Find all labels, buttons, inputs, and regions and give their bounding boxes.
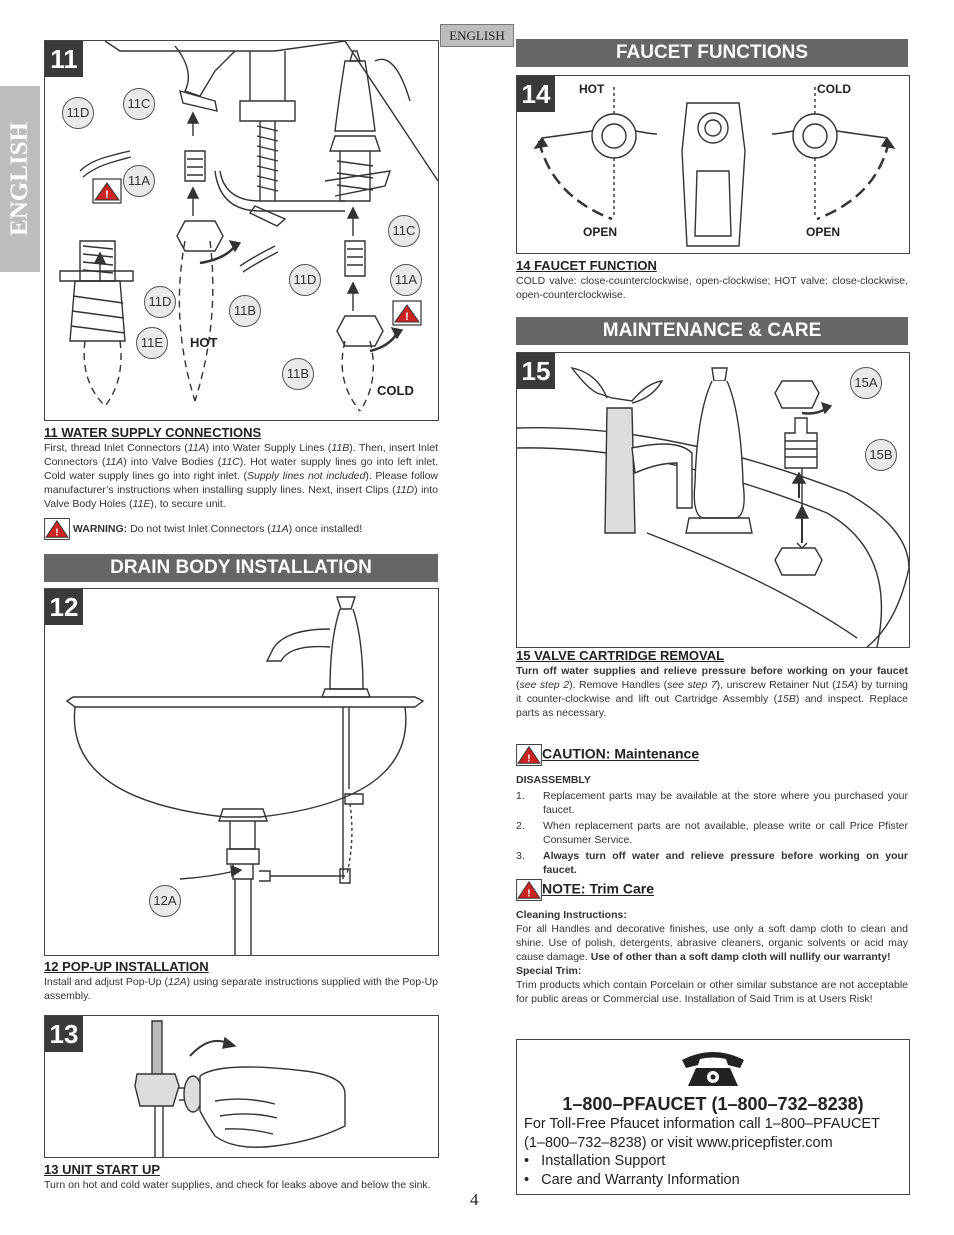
list-item: 3.Always turn off water and relieve pres… (516, 850, 908, 876)
callout-11a: 11A (123, 165, 155, 197)
step12-number: 12 (45, 589, 83, 625)
warning-icon: ! (516, 744, 542, 766)
list-item: 1.Replacement parts may be available at … (516, 790, 908, 816)
step11-number: 11 (45, 41, 83, 77)
callout-12a: 12A (149, 885, 181, 917)
step14-text: COLD valve: close-counterclockwise, open… (516, 275, 908, 301)
water-supply-illustration: ! ! (59, 41, 438, 412)
svg-text:!: ! (405, 311, 409, 323)
step15-figure: 15 (516, 352, 910, 648)
svg-text:!: ! (527, 888, 530, 899)
note-heading: ! NOTE: Trim Care (516, 879, 908, 901)
callout-11b: 11B (229, 295, 261, 327)
maintenance-heading: MAINTENANCE & CARE (516, 317, 908, 345)
svg-text:!: ! (55, 527, 58, 538)
step11-title: 11 WATER SUPPLY CONNECTIONS (44, 425, 262, 440)
callout-11d: 11D (144, 286, 176, 318)
callout-15b: 15B (865, 439, 897, 471)
step11-text: First, thread Inlet Connectors (11A) int… (44, 442, 439, 510)
pop-up-illustration (65, 596, 425, 955)
step11-warning: ! WARNING: Do not twist Inlet Connectors… (44, 518, 438, 540)
step13-text: Turn on hot and cold water supplies, and… (44, 1179, 431, 1191)
step11-figure: 11 (44, 40, 439, 421)
callout-11d: 11D (289, 264, 321, 296)
svg-text:!: ! (527, 753, 530, 764)
language-label: ENGLISH (440, 24, 514, 47)
list-item: 2.When replacement parts are not availab… (516, 820, 908, 846)
warning-icon: ! (44, 518, 70, 540)
list-item: • Care and Warranty Information (524, 1172, 740, 1188)
hot-label: HOT (579, 82, 605, 96)
step13-number: 13 (45, 1016, 83, 1052)
telephone-icon (682, 1052, 744, 1086)
hot-label: HOT (190, 335, 218, 350)
warning-label: WARNING: (72, 522, 128, 535)
caution-heading: ! CAUTION: Maintenance (516, 744, 908, 766)
cleaning-instructions: Cleaning Instructions: For all Handles a… (516, 909, 908, 1005)
contact-info: For Toll-Free Pfaucet information call 1… (524, 1116, 880, 1151)
faucet-function-illustration (533, 86, 896, 247)
svg-text:!: ! (105, 189, 109, 201)
step12-figure: 12 (44, 588, 439, 956)
step15-title: 15 VALVE CARTRIDGE REMOVAL (516, 648, 725, 663)
step15-text: Turn off water supplies and relieve pres… (516, 665, 909, 719)
step14-title: 14 FAUCET FUNCTION (516, 258, 657, 273)
callout-11d: 11D (62, 97, 94, 129)
callout-15a: 15A (850, 367, 882, 399)
language-tab-label: ENGLISH (6, 122, 33, 236)
step14-figure: 14 HOT COLD OPEN OPEN (516, 75, 910, 254)
drain-body-heading: DRAIN BODY INSTALLATION (44, 554, 438, 582)
open-label-left: OPEN (583, 225, 618, 239)
warning-icon: ! (92, 178, 122, 204)
list-item: • Installation Support (524, 1153, 666, 1169)
faucet-functions-heading: FAUCET FUNCTIONS (516, 39, 908, 67)
callout-11b: 11B (282, 358, 314, 390)
callout-11e: 11E (136, 327, 168, 359)
contact-box: 1–800–PFAUCET (1–800–732–8238) For Toll-… (516, 1039, 910, 1195)
caution-subhead: DISASSEMBLY (516, 774, 591, 786)
step13-title: 13 UNIT START UP (44, 1162, 161, 1177)
open-label-right: OPEN (806, 225, 841, 239)
phone-number: 1–800–PFAUCET (1–800–732–8238) (562, 1094, 864, 1114)
cold-label: COLD (377, 383, 414, 398)
cartridge-removal-illustration (517, 366, 909, 647)
warning-icon: ! (392, 300, 422, 326)
step12-title: 12 POP-UP INSTALLATION (44, 959, 209, 974)
language-tab: ENGLISH (0, 86, 40, 272)
callout-11a: 11A (390, 264, 422, 296)
callout-11c: 11C (388, 215, 420, 247)
step14-number: 14 (517, 76, 555, 112)
cold-label: COLD (817, 82, 851, 96)
page-number: 4 (470, 1190, 479, 1209)
step13-figure: 13 (44, 1015, 439, 1158)
caution-list: 1.Replacement parts may be available at … (516, 789, 908, 877)
step12-text: Install and adjust Pop-Up (12A) using se… (44, 976, 438, 1002)
unit-start-up-illustration (134, 1020, 346, 1157)
warning-icon: ! (516, 879, 542, 901)
step15-number: 15 (517, 353, 555, 389)
callout-11c: 11C (123, 88, 155, 120)
